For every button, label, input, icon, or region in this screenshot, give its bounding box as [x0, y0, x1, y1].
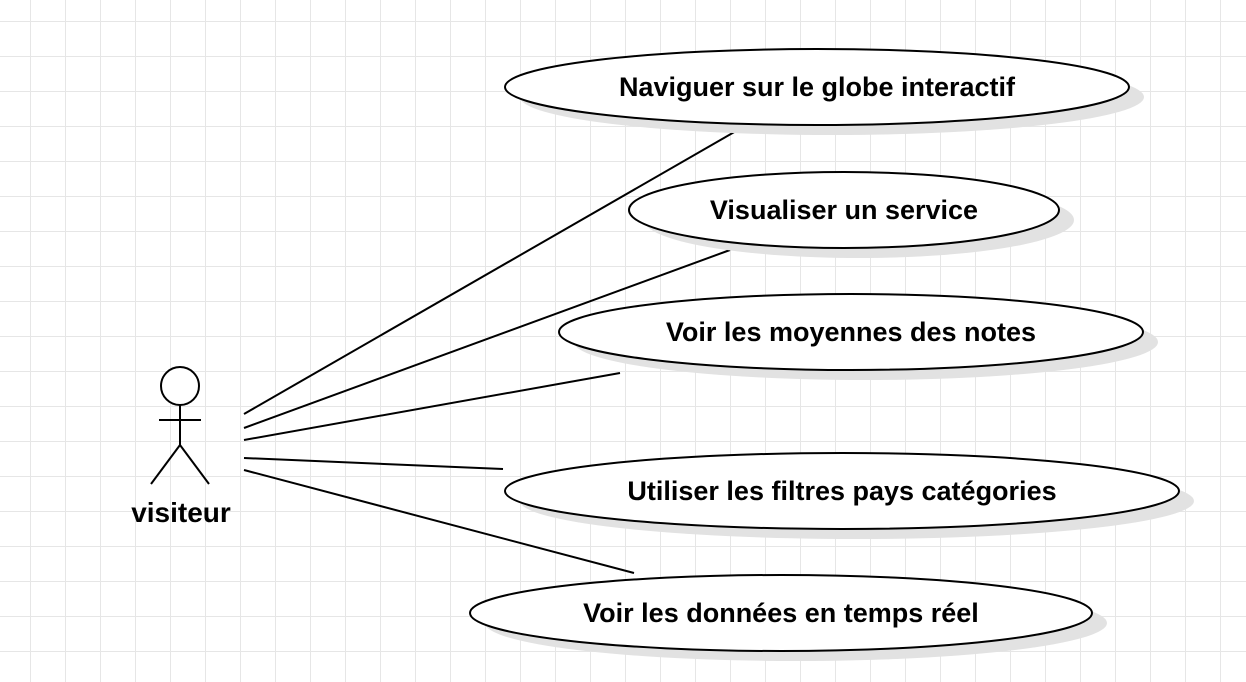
- associations: [243, 126, 744, 574]
- usecase-ellipse: [504, 452, 1180, 530]
- usecase-ellipse: [469, 574, 1093, 652]
- usecase-label: Naviguer sur le globe interactif: [619, 72, 1016, 102]
- usecase-ellipse: [504, 48, 1130, 126]
- usecase-label: Visualiser un service: [710, 195, 978, 225]
- usecase-ellipse: [628, 171, 1060, 249]
- usecase-label: Utiliser les filtres pays catégories: [627, 476, 1056, 506]
- actor-label: visiteur: [131, 497, 231, 528]
- usecase-view-ratings[interactable]: Voir les moyennes des notes: [558, 293, 1158, 380]
- stick-figure-icon: [150, 366, 210, 485]
- usecase-realtime-data[interactable]: Voir les données en temps réel: [469, 574, 1107, 661]
- association-line-service[interactable]: [243, 249, 731, 429]
- actor-visiteur[interactable]: visiteur: [131, 366, 231, 528]
- usecase-visualize-service[interactable]: Visualiser un service: [628, 171, 1074, 258]
- association-line-navigate[interactable]: [243, 126, 744, 415]
- association-line-ratings[interactable]: [243, 372, 621, 441]
- association-line-filters[interactable]: [243, 457, 504, 470]
- usecase-use-filters[interactable]: Utiliser les filtres pays catégories: [504, 452, 1194, 539]
- usecase-label: Voir les données en temps réel: [583, 598, 979, 628]
- usecase-navigate-globe[interactable]: Naviguer sur le globe interactif: [504, 48, 1144, 135]
- association-line-realtime[interactable]: [243, 469, 635, 574]
- usecase-label: Voir les moyennes des notes: [666, 317, 1036, 347]
- usecase-ellipse: [558, 293, 1144, 371]
